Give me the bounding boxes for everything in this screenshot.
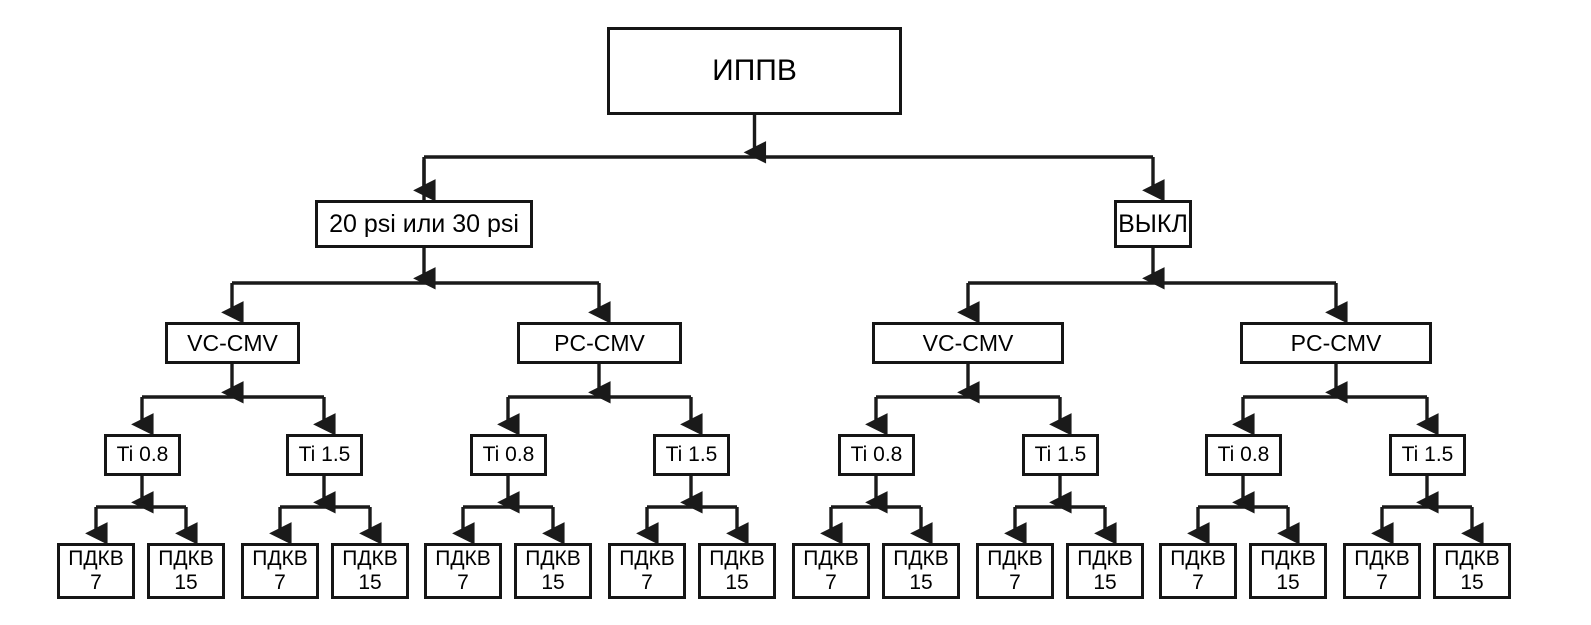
node-mode-psi[interactable]: 20 psi или 30 psi	[315, 200, 533, 248]
node-peep-title: ПДКВ	[525, 547, 581, 571]
node-peep-6[interactable]: ПДКВ 15	[514, 543, 592, 599]
node-peep-11[interactable]: ПДКВ 7	[976, 543, 1054, 599]
node-mode-off-label: ВЫКЛ	[1118, 209, 1188, 238]
node-peep-title: ПДКВ	[1354, 547, 1410, 571]
node-peep-15[interactable]: ПДКВ 7	[1343, 543, 1421, 599]
node-vent-label: VC-CMV	[922, 329, 1014, 356]
node-ti-label: Ti 1.5	[1401, 442, 1454, 466]
node-mode-psi-label: 20 psi или 30 psi	[329, 209, 519, 238]
node-peep-value: 7	[1192, 571, 1204, 594]
node-ti-5[interactable]: Ti 0.8	[838, 434, 915, 476]
node-peep-8[interactable]: ПДКВ 15	[698, 543, 776, 599]
node-peep-4[interactable]: ПДКВ 15	[331, 543, 409, 599]
node-peep-title: ПДКВ	[893, 547, 949, 571]
node-vent-vc-cmv-1[interactable]: VC-CMV	[165, 322, 300, 364]
node-peep-value: 7	[90, 571, 102, 594]
node-peep-value: 7	[1009, 571, 1021, 594]
node-peep-value: 7	[457, 571, 469, 594]
node-peep-title: ПДКВ	[987, 547, 1043, 571]
node-peep-value: 15	[909, 571, 933, 594]
node-ti-3[interactable]: Ti 0.8	[470, 434, 547, 476]
node-peep-10[interactable]: ПДКВ 15	[882, 543, 960, 599]
node-peep-value: 15	[174, 571, 198, 594]
node-peep-2[interactable]: ПДКВ 15	[147, 543, 225, 599]
node-vent-pc-cmv-2[interactable]: PC-CMV	[1240, 322, 1432, 364]
node-peep-13[interactable]: ПДКВ 7	[1159, 543, 1237, 599]
node-ti-label: Ti 0.8	[482, 442, 535, 466]
node-peep-title: ПДКВ	[1444, 547, 1500, 571]
node-peep-value: 7	[825, 571, 837, 594]
node-peep-value: 7	[1376, 571, 1388, 594]
node-peep-title: ПДКВ	[252, 547, 308, 571]
node-ti-label: Ti 1.5	[665, 442, 718, 466]
node-mode-off[interactable]: ВЫКЛ	[1114, 200, 1192, 248]
node-ti-label: Ti 0.8	[116, 442, 169, 466]
node-peep-title: ПДКВ	[709, 547, 765, 571]
node-peep-1[interactable]: ПДКВ 7	[57, 543, 135, 599]
node-peep-title: ПДКВ	[342, 547, 398, 571]
node-peep-value: 15	[358, 571, 382, 594]
node-vent-label: PC-CMV	[1290, 329, 1382, 356]
node-root-ippv[interactable]: ИППВ	[607, 27, 902, 115]
node-peep-title: ПДКВ	[1077, 547, 1133, 571]
node-peep-title: ПДКВ	[435, 547, 491, 571]
node-peep-5[interactable]: ПДКВ 7	[424, 543, 502, 599]
node-peep-value: 15	[1460, 571, 1484, 594]
node-ti-8[interactable]: Ti 1.5	[1389, 434, 1466, 476]
node-root-label: ИППВ	[712, 53, 797, 87]
node-peep-title: ПДКВ	[619, 547, 675, 571]
node-vent-label: PC-CMV	[554, 329, 645, 356]
node-peep-title: ПДКВ	[1170, 547, 1226, 571]
node-peep-3[interactable]: ПДКВ 7	[241, 543, 319, 599]
node-vent-label: VC-CMV	[187, 329, 278, 356]
node-vent-vc-cmv-2[interactable]: VC-CMV	[872, 322, 1064, 364]
node-peep-title: ПДКВ	[1260, 547, 1316, 571]
node-peep-16[interactable]: ПДКВ 15	[1433, 543, 1511, 599]
node-peep-title: ПДКВ	[803, 547, 859, 571]
node-peep-value: 7	[641, 571, 653, 594]
node-ti-4[interactable]: Ti 1.5	[653, 434, 730, 476]
node-peep-value: 7	[274, 571, 286, 594]
node-ti-7[interactable]: Ti 0.8	[1205, 434, 1282, 476]
node-ti-label: Ti 1.5	[1034, 442, 1087, 466]
node-ti-6[interactable]: Ti 1.5	[1022, 434, 1099, 476]
node-peep-title: ПДКВ	[158, 547, 214, 571]
node-peep-value: 15	[1093, 571, 1117, 594]
node-peep-9[interactable]: ПДКВ 7	[792, 543, 870, 599]
node-ti-2[interactable]: Ti 1.5	[286, 434, 363, 476]
node-peep-value: 15	[1276, 571, 1300, 594]
node-peep-14[interactable]: ПДКВ 15	[1249, 543, 1327, 599]
node-ti-label: Ti 0.8	[850, 442, 903, 466]
node-ti-1[interactable]: Ti 0.8	[104, 434, 181, 476]
node-peep-title: ПДКВ	[68, 547, 124, 571]
node-ti-label: Ti 1.5	[298, 442, 351, 466]
node-peep-value: 15	[541, 571, 565, 594]
node-vent-pc-cmv-1[interactable]: PC-CMV	[517, 322, 682, 364]
node-peep-7[interactable]: ПДКВ 7	[608, 543, 686, 599]
node-ti-label: Ti 0.8	[1217, 442, 1270, 466]
node-peep-12[interactable]: ПДКВ 15	[1066, 543, 1144, 599]
node-peep-value: 15	[725, 571, 749, 594]
